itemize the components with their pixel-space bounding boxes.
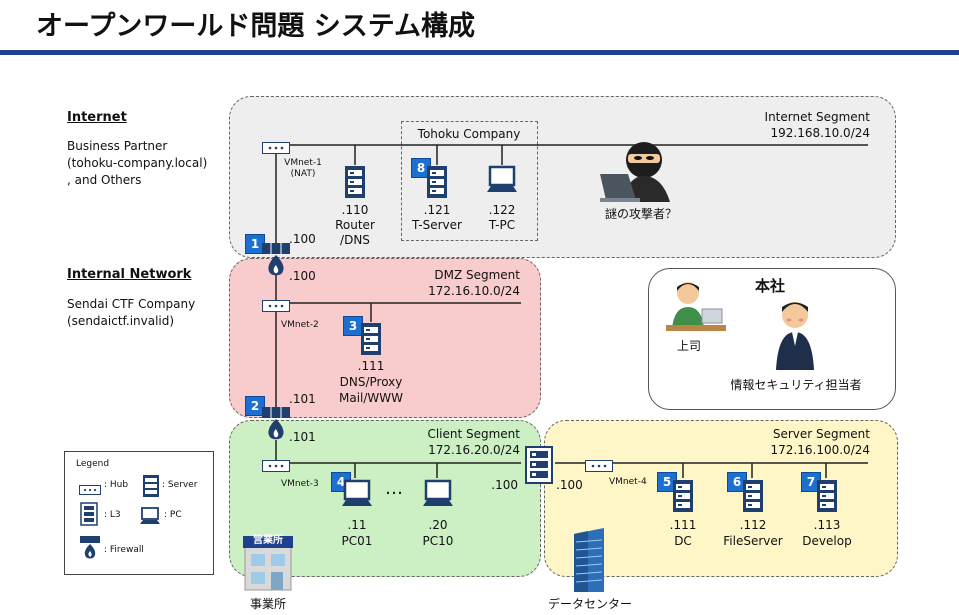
- firewall1-inner-ip: .100: [289, 269, 316, 283]
- vmnet1-label: VMnet-1: [284, 158, 322, 168]
- dc-ip: .111: [669, 518, 697, 532]
- hub-icon: [79, 480, 101, 499]
- legend-pc-label: : PC: [164, 510, 182, 520]
- firewall2-inner-ip: .101: [289, 430, 316, 444]
- hub-icon: [585, 457, 613, 476]
- t-pc-ip: .122: [488, 203, 516, 217]
- dc-server-icon: [673, 480, 693, 516]
- office-sign: 営業所: [253, 535, 283, 546]
- internet-segment-name: Internet Segment: [764, 110, 870, 124]
- firewall1-outer-ip: .100: [289, 232, 316, 246]
- page-title: オープンワールド問題 システム構成: [36, 11, 475, 42]
- dns-proxy-name: DNS/Proxy: [339, 375, 403, 389]
- dmz-segment-cidr: 172.16.10.0/24: [428, 284, 520, 298]
- vmnet1-nat-label: (NAT): [290, 169, 316, 179]
- develop-name: Develop: [802, 534, 852, 548]
- firewall-icon: [80, 536, 100, 564]
- router-dns: /DNS: [340, 233, 370, 247]
- headquarters-box: [648, 268, 896, 410]
- dc-name: DC: [674, 534, 692, 548]
- pc10-icon: [423, 479, 453, 512]
- datacenter-building-icon: [570, 528, 608, 598]
- legend-l3-label: : L3: [104, 510, 121, 520]
- internal-desc-1: Sendai CTF Company: [67, 297, 196, 311]
- vmnet3-label: VMnet-3: [281, 479, 319, 489]
- l3-switch-icon: [80, 502, 98, 529]
- dns-proxy-ip: .111: [357, 359, 385, 373]
- pc10-name: PC10: [422, 534, 454, 548]
- firewall2-outer-ip: .101: [289, 392, 316, 406]
- tohoku-company-box: [401, 121, 538, 241]
- pc01-name: PC01: [341, 534, 373, 548]
- dmz-segment-name: DMZ Segment: [434, 268, 520, 282]
- dns-proxy-server-icon: [361, 323, 381, 359]
- internet-heading: Internet: [67, 110, 127, 125]
- router-name: Router: [335, 218, 375, 232]
- internet-desc-1: Business Partner: [67, 139, 168, 153]
- pc-ellipsis: …: [385, 478, 403, 499]
- server-icon: [143, 475, 159, 501]
- server-segment-name: Server Segment: [772, 427, 870, 441]
- fileserver-server-icon: [743, 480, 763, 516]
- legend-firewall-label: : Firewall: [104, 545, 144, 555]
- fileserver-badge: 6: [727, 472, 747, 492]
- vmnet4-label: VMnet-4: [609, 477, 647, 487]
- pc01-icon: [342, 479, 372, 512]
- firewall2-badge: 2: [245, 396, 265, 416]
- develop-server-icon: [817, 480, 837, 516]
- develop-ip: .113: [813, 518, 841, 532]
- l3-switch-icon: [525, 446, 553, 487]
- firewall-icon: [262, 407, 290, 445]
- pc01-ip: .11: [347, 518, 367, 532]
- t-server-name: T-Server: [412, 218, 462, 232]
- attacker-name: 謎の攻撃者？: [604, 207, 677, 221]
- security-officer-label: 情報セキュリティ担当者: [730, 378, 862, 392]
- l3-server-ip: .100: [556, 478, 583, 492]
- boss-illustration: [662, 279, 728, 339]
- legend-server-label: : Server: [162, 480, 198, 490]
- datacenter-label: データセンター: [547, 597, 632, 611]
- internal-heading: Internal Network: [67, 267, 192, 282]
- hub-icon: [262, 457, 290, 476]
- l3-client-ip: .100: [491, 478, 518, 492]
- tohoku-company-label: Tohoku Company: [417, 127, 521, 141]
- dns-proxy-badge: 3: [343, 316, 363, 336]
- internet-desc-2: (tohoku-company.local): [67, 156, 208, 170]
- server-segment-cidr: 172.16.100.0/24: [770, 443, 870, 457]
- dmz-segment-area: [229, 258, 541, 418]
- internet-segment-area: [229, 96, 896, 258]
- attacker-illustration: [598, 134, 680, 206]
- firewall-icon: [262, 243, 290, 281]
- internal-desc-2: (sendaictf.invalid): [67, 314, 175, 328]
- boss-label: 上司: [676, 339, 701, 353]
- client-segment-cidr: 172.16.20.0/24: [428, 443, 520, 457]
- hub-icon: [262, 139, 290, 158]
- legend-title: Legend: [76, 459, 110, 469]
- t-server-icon: [427, 166, 447, 202]
- client-segment-name: Client Segment: [427, 427, 520, 441]
- fileserver-ip: .112: [739, 518, 767, 532]
- title-rule: [0, 50, 959, 55]
- t-server-ip: .121: [423, 203, 451, 217]
- router-ip: .110: [341, 203, 369, 217]
- router-server-icon: [345, 166, 365, 202]
- vmnet2-label: VMnet-2: [281, 320, 319, 330]
- pc-icon: [140, 507, 160, 529]
- legend-hub-label: : Hub: [104, 480, 129, 490]
- office-label: 事業所: [249, 597, 286, 611]
- server-segment-area: [544, 420, 898, 577]
- t-pc-icon: [487, 165, 517, 198]
- pc10-ip: .20: [428, 518, 448, 532]
- security-officer-illustration: [772, 298, 818, 374]
- hub-icon: [262, 297, 290, 316]
- hq-title: 本社: [755, 277, 786, 295]
- internet-desc-3: , and Others: [67, 173, 142, 187]
- fileserver-name: FileServer: [723, 534, 783, 548]
- mail-www-name: Mail/WWW: [338, 391, 403, 405]
- t-pc-name: T-PC: [488, 218, 516, 232]
- internet-segment-cidr: 192.168.10.0/24: [770, 126, 870, 140]
- office-building-icon: [243, 534, 293, 596]
